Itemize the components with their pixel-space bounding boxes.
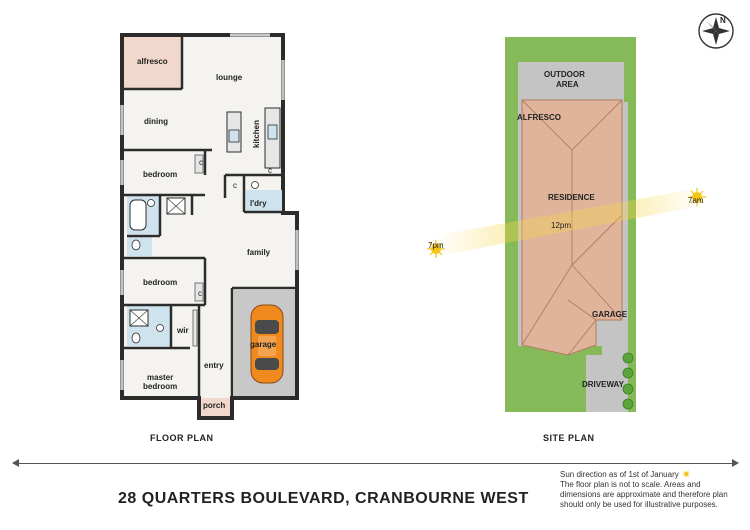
room-label-master-bedroom: bedroom — [143, 382, 177, 391]
toilet-icon — [131, 239, 141, 251]
sun-path-band — [434, 188, 705, 256]
sun-icon — [427, 240, 445, 258]
wir-shelf — [192, 309, 198, 347]
site-label-residence: RESIDENCE — [548, 193, 595, 202]
site-label-alfresco: ALFRESCO — [517, 113, 561, 122]
car-icon — [250, 304, 284, 384]
site-label-driveway: DRIVEWAY — [582, 380, 625, 389]
interior-walls — [122, 37, 297, 398]
room-label-garage: garage — [250, 340, 277, 349]
site-plan: OUTDOOR AREA ALFRESCO RESIDENCE GARAGE D… — [427, 37, 706, 443]
property-address: 28 QUARTERS BOULEVARD, CRANBOURNE WEST — [118, 490, 529, 507]
plan-notes: Sun direction as of 1st of January ✷ The… — [560, 470, 736, 510]
sun-time-7am: 7am — [688, 196, 704, 205]
tree-icons — [622, 352, 634, 410]
room-label-alfresco: alfresco — [137, 57, 168, 66]
room-label-porch: porch — [203, 401, 225, 410]
room-label-kitchen: kitchen — [252, 120, 261, 148]
driveway-area — [586, 355, 628, 412]
floor-plan-caption: FLOOR PLAN — [150, 433, 214, 443]
room-label-master: master — [147, 373, 173, 382]
sun-legend-icon: ✷ — [681, 469, 691, 481]
robe-bedroom2 — [194, 282, 204, 302]
room-label-dining: dining — [144, 117, 168, 126]
basin-icon — [147, 199, 155, 207]
bathtub-icon — [129, 199, 147, 231]
sun-icon — [688, 188, 706, 206]
sun-note: Sun direction as of 1st of January — [560, 470, 679, 479]
room-label-bedroom-1: bedroom — [143, 170, 177, 179]
cupboard-mark: c — [198, 289, 202, 298]
compass-rose-icon: N — [698, 13, 734, 49]
room-label-bedroom-2: bedroom — [143, 278, 177, 287]
sun-note-line: Sun direction as of 1st of January ✷ — [560, 469, 736, 481]
sun-time-7pm: 7pm — [428, 241, 444, 250]
alfresco-area — [124, 37, 182, 89]
room-label-entry: entry — [204, 361, 224, 370]
porch-area — [201, 398, 230, 416]
ensuite-toilet-icon — [131, 332, 141, 344]
room-label-laundry: l'dry — [250, 199, 267, 208]
cupboard-mark: c — [233, 181, 237, 190]
room-label-lounge: lounge — [216, 73, 243, 82]
cupboard-mark: c — [199, 158, 203, 167]
cooktop-icon — [267, 124, 278, 140]
site-label-area: AREA — [556, 80, 579, 89]
room-label-family: family — [247, 248, 271, 257]
robe-bedroom1 — [194, 154, 204, 174]
laundry-area — [246, 190, 282, 212]
divider-arrow-right-icon — [732, 459, 739, 467]
ensuite-basin-icon — [156, 324, 164, 332]
compass-north-label: N — [720, 16, 726, 25]
footer-divider — [14, 463, 736, 464]
laundry-tub-icon — [251, 181, 259, 189]
site-label-outdoor: OUTDOOR — [544, 70, 585, 79]
cupboard-mark: c — [268, 166, 272, 175]
site-plan-caption: SITE PLAN — [543, 433, 595, 443]
site-label-garage: GARAGE — [592, 310, 628, 319]
disclaimer: The floor plan is not to scale. Areas an… — [560, 480, 728, 509]
kitchen-sink-icon — [228, 129, 240, 143]
sun-time-12pm: 12pm — [551, 221, 571, 230]
window-glazing — [121, 34, 298, 390]
floor-plan: alfresco lounge dining kitchen bedroom l… — [120, 33, 299, 443]
room-label-wir: wir — [176, 326, 189, 335]
divider-arrow-left-icon — [12, 459, 19, 467]
